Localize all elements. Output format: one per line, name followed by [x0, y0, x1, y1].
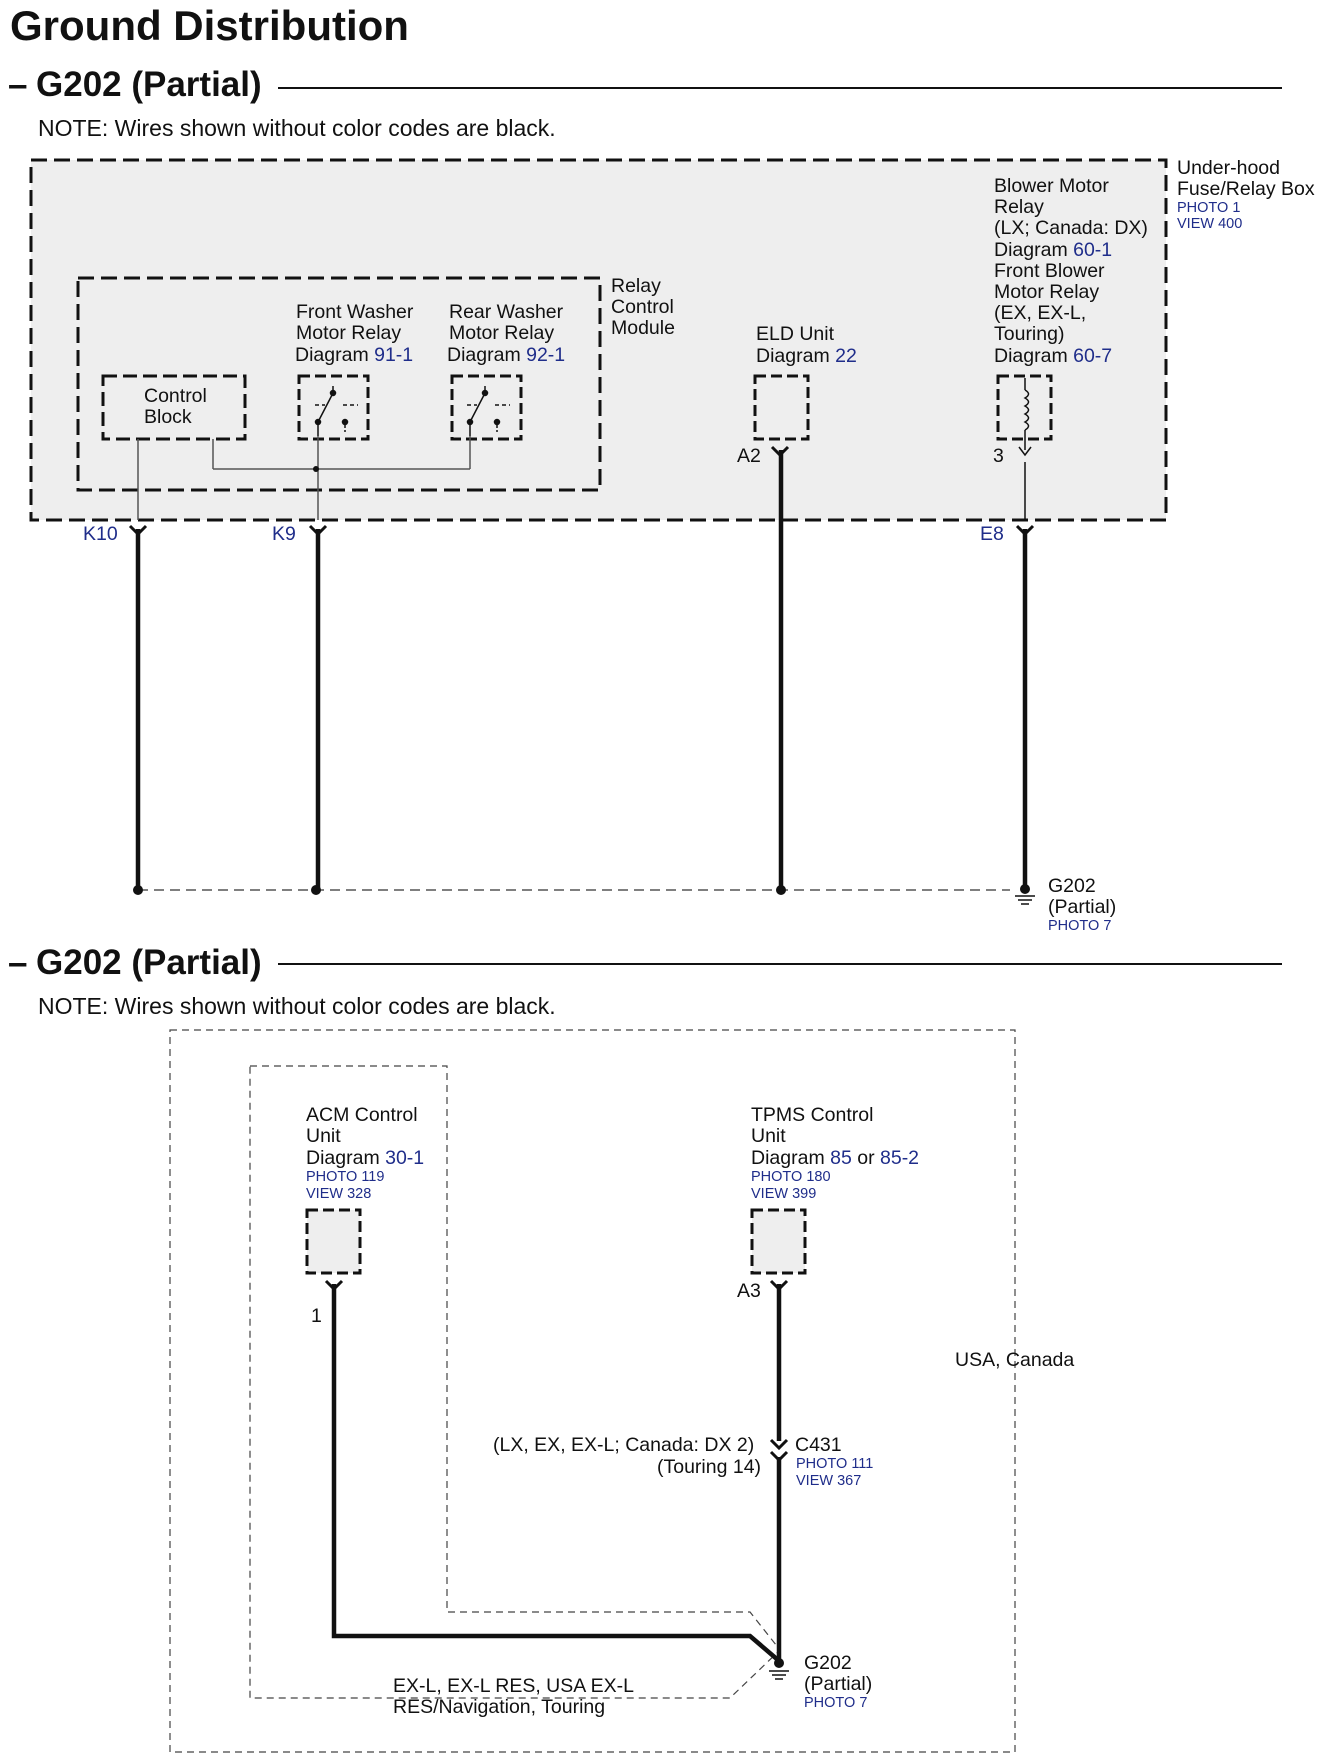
blower-label-4: Front Blower	[994, 260, 1105, 282]
control-block-label-1: Control	[144, 385, 207, 407]
variant-label-1: EX-L, EX-L RES, USA EX-L	[393, 1675, 634, 1697]
rear-washer-switch-symbol	[466, 386, 510, 436]
rear-washer-diagram: Diagram 92-1	[447, 344, 566, 366]
ground-2-label-1: G202	[804, 1652, 852, 1674]
control-block-label-2: Block	[144, 406, 192, 428]
eld-pin-a2: A2	[737, 445, 761, 467]
tpms-unit-outline	[750, 1208, 807, 1275]
ground-dot-2	[774, 1658, 784, 1668]
ground-bus-dots	[133, 884, 1030, 895]
relay-module-label-1: Relay	[611, 275, 661, 297]
c431-view: VIEW 367	[796, 1473, 862, 1489]
section-1-rule	[278, 87, 1282, 89]
blower-label-1: Blower Motor	[994, 175, 1109, 197]
front-washer-label-2: Motor Relay	[296, 322, 402, 344]
c431-photo: PHOTO 111	[796, 1456, 874, 1472]
relay-coil-symbol	[1023, 378, 1030, 520]
blower-label-7: Touring)	[994, 323, 1065, 345]
section-1-heading: G202 (Partial)	[36, 65, 262, 104]
front-washer-label-1: Front Washer	[296, 301, 414, 323]
tpms-label-1: TPMS Control	[751, 1104, 874, 1126]
relay-module-label-3: Module	[611, 317, 675, 339]
acm-diagram: Diagram 30-1	[306, 1147, 425, 1169]
blower-label-3: (LX; Canada: DX)	[994, 217, 1148, 239]
tpms-pin-a3: A3	[737, 1280, 761, 1302]
ground-1-label-1: G202	[1048, 875, 1096, 897]
blower-label-2: Relay	[994, 196, 1044, 218]
front-washer-relay-outline	[297, 374, 370, 441]
acm-view: VIEW 328	[306, 1186, 372, 1202]
front-washer-switch-symbol	[314, 386, 358, 436]
acm-photo: PHOTO 119	[306, 1169, 385, 1185]
c431-note-2: (Touring 14)	[657, 1456, 762, 1478]
underhood-photo: PHOTO 1	[1177, 200, 1241, 216]
connector-k10: K10	[83, 523, 118, 545]
ground-symbol-1	[1015, 895, 1035, 905]
section-1-note: NOTE: Wires shown without color codes ar…	[38, 115, 556, 141]
page-title: Ground Distribution	[10, 2, 409, 49]
tpms-label-2: Unit	[751, 1125, 786, 1147]
front-washer-diagram: Diagram 91-1	[295, 344, 414, 366]
rear-washer-label-2: Motor Relay	[449, 322, 555, 344]
internal-wiring	[137, 436, 471, 520]
blower-diagram-1: Diagram 60-1	[994, 239, 1113, 261]
ground-1-label-2: (Partial)	[1048, 896, 1117, 918]
blower-label-6: (EX, EX-L,	[994, 302, 1087, 324]
ground-wires-section-1	[135, 450, 1028, 890]
relay-module-label-2: Control	[611, 296, 674, 318]
underhood-label-2: Fuse/Relay Box	[1177, 178, 1315, 200]
eld-unit-label: ELD Unit	[756, 323, 835, 345]
rear-washer-relay-outline	[450, 374, 523, 441]
ground-2-label-2: (Partial)	[804, 1673, 873, 1695]
acm-label-2: Unit	[306, 1125, 341, 1147]
eld-unit-outline	[753, 374, 810, 441]
underhood-label-1: Under-hood	[1177, 157, 1280, 179]
connector-e8: E8	[980, 523, 1004, 545]
tpms-photo: PHOTO 180	[751, 1169, 831, 1185]
section-1-dash: –	[8, 65, 28, 104]
relay-module-outline	[76, 276, 602, 492]
blower-pin-fork	[1018, 446, 1032, 457]
ground-wires-section-2	[331, 1284, 782, 1662]
rear-washer-label-1: Rear Washer	[449, 301, 564, 323]
ground-2-photo: PHOTO 7	[804, 1695, 868, 1711]
ground-1-photo: PHOTO 7	[1048, 918, 1112, 934]
c431-label: C431	[795, 1434, 842, 1456]
tpms-diagram: Diagram 85 or 85-2	[751, 1147, 920, 1169]
connector-k9: K9	[272, 523, 296, 545]
blower-diagram-2: Diagram 60-7	[994, 345, 1113, 367]
acm-unit-outline	[305, 1208, 362, 1275]
junction-dot	[313, 466, 319, 472]
section-2-rule	[278, 963, 1282, 965]
section-2-dash: –	[8, 943, 28, 982]
blower-pin-3: 3	[993, 445, 1004, 467]
section-2-note: NOTE: Wires shown without color codes ar…	[38, 993, 556, 1019]
variant-region-outline	[249, 1065, 781, 1699]
blower-label-5: Motor Relay	[994, 281, 1100, 303]
acm-pin-1: 1	[311, 1305, 322, 1327]
variant-label-2: RES/Navigation, Touring	[393, 1696, 606, 1718]
region-label: USA, Canada	[955, 1349, 1075, 1371]
region-usa-canada-outline	[169, 1029, 1016, 1753]
acm-label-1: ACM Control	[306, 1104, 418, 1126]
eld-unit-diagram: Diagram 22	[756, 345, 857, 367]
control-block-outline	[101, 374, 247, 441]
ground-symbol-2	[769, 1670, 789, 1680]
underhood-view: VIEW 400	[1177, 216, 1243, 232]
section-2-heading: G202 (Partial)	[36, 943, 262, 982]
blower-relay-outline	[996, 374, 1053, 441]
c431-note-1: (LX, EX, EX-L; Canada: DX 2)	[493, 1434, 755, 1456]
tpms-view: VIEW 399	[751, 1186, 817, 1202]
